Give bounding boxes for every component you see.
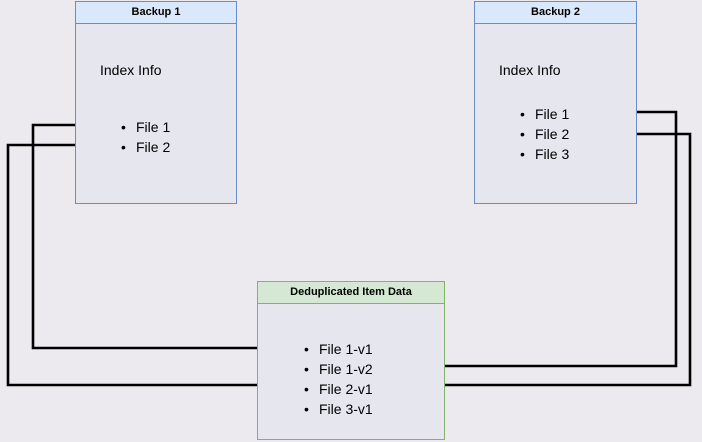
node-backup-1[interactable]: Backup 1 Index Info File 1 File 2 [75,1,237,204]
node-backup-1-file-list: File 1 File 2 [121,117,170,157]
list-item: File 3 [520,144,569,164]
node-backup-1-header: Backup 1 [76,2,236,24]
list-item: File 2 [520,124,569,144]
node-deduplicated-item-data-file-list: File 1-v1 File 1-v2 File 2-v1 File 3-v1 [304,339,373,419]
node-backup-2-caption: Index Info [499,62,561,78]
node-deduplicated-item-data-body: File 1-v1 File 1-v2 File 2-v1 File 3-v1 [258,304,444,439]
node-backup-1-body: Index Info File 1 File 2 [76,24,236,203]
node-backup-2[interactable]: Backup 2 Index Info File 1 File 2 File 3 [474,1,637,204]
node-backup-2-file-list: File 1 File 2 File 3 [520,104,569,164]
node-backup-1-caption: Index Info [100,62,162,78]
node-backup-2-header: Backup 2 [475,2,636,24]
node-deduplicated-item-data-header: Deduplicated Item Data [258,282,444,304]
list-item: File 1 [121,117,170,137]
list-item: File 1 [520,104,569,124]
list-item: File 2-v1 [304,379,373,399]
list-item: File 2 [121,137,170,157]
list-item: File 3-v1 [304,399,373,419]
node-backup-2-body: Index Info File 1 File 2 File 3 [475,24,636,203]
list-item: File 1-v1 [304,339,373,359]
list-item: File 1-v2 [304,359,373,379]
node-deduplicated-item-data[interactable]: Deduplicated Item Data File 1-v1 File 1-… [257,281,445,440]
